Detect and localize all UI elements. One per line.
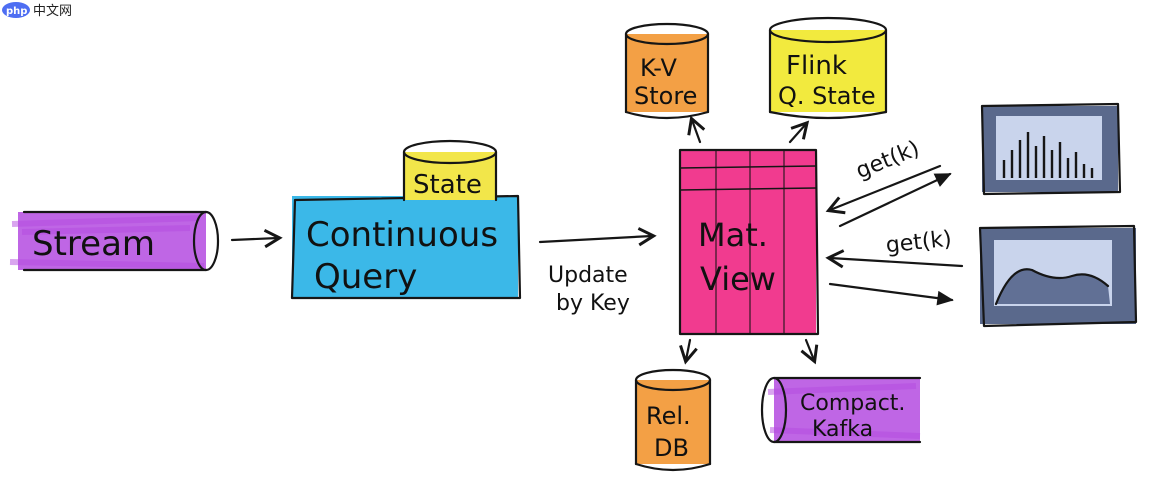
watermark-prefix: php bbox=[6, 6, 27, 17]
arrow-query-bottom-request bbox=[825, 249, 964, 269]
update-label-line1: Update bbox=[548, 263, 628, 288]
arrow-query-bottom-response bbox=[828, 282, 954, 306]
kafka-line1: Compact. bbox=[800, 391, 905, 416]
arrow-matview-to-kvstore bbox=[687, 115, 706, 144]
rel-db-line2: DB bbox=[654, 434, 689, 462]
arrow-stream-to-query bbox=[230, 229, 283, 249]
update-label-line2: by Key bbox=[556, 291, 630, 316]
relational-db: Rel. DB bbox=[634, 368, 712, 472]
materialized-view: Mat. View bbox=[678, 148, 820, 336]
dashboard-area-chart bbox=[978, 224, 1138, 328]
arrow-matview-to-flinkstate bbox=[788, 120, 810, 144]
arrow-matview-to-kafka bbox=[800, 338, 819, 365]
dashboard-bar-chart bbox=[980, 102, 1122, 196]
arrow-matview-to-reldb bbox=[679, 338, 698, 365]
flink-state-line1: Flink bbox=[786, 51, 847, 81]
compacted-kafka: Compact. Kafka bbox=[760, 376, 922, 444]
continuous-query: Continuous Query bbox=[290, 194, 522, 300]
state-label: State bbox=[413, 170, 482, 200]
arrow-query-top-request bbox=[825, 164, 942, 215]
arrow-query-top-response bbox=[838, 172, 952, 228]
flink-state-line2: Q. State bbox=[778, 82, 876, 110]
stream-label: Stream bbox=[32, 224, 155, 264]
matview-line2: View bbox=[700, 260, 776, 298]
watermark-text: 中文网 bbox=[33, 4, 72, 19]
matview-line1: Mat. bbox=[698, 216, 768, 254]
kv-store-line1: K-V bbox=[640, 54, 677, 82]
flink-queryable-state: Flink Q. State bbox=[768, 16, 888, 120]
kv-store: K-V Store bbox=[624, 22, 710, 120]
get-label-bottom: get(k) bbox=[885, 227, 953, 259]
query-line2: Query bbox=[314, 257, 417, 297]
rel-db-line1: Rel. bbox=[646, 402, 691, 430]
kv-store-line2: Store bbox=[634, 82, 697, 110]
watermark-logo: php 中文网 bbox=[2, 2, 72, 19]
stream-source: Stream bbox=[9, 210, 220, 272]
state-store: State bbox=[402, 139, 498, 202]
kafka-line2: Kafka bbox=[812, 417, 873, 442]
arrow-query-to-matview bbox=[538, 227, 657, 247]
query-line1: Continuous bbox=[306, 215, 498, 255]
